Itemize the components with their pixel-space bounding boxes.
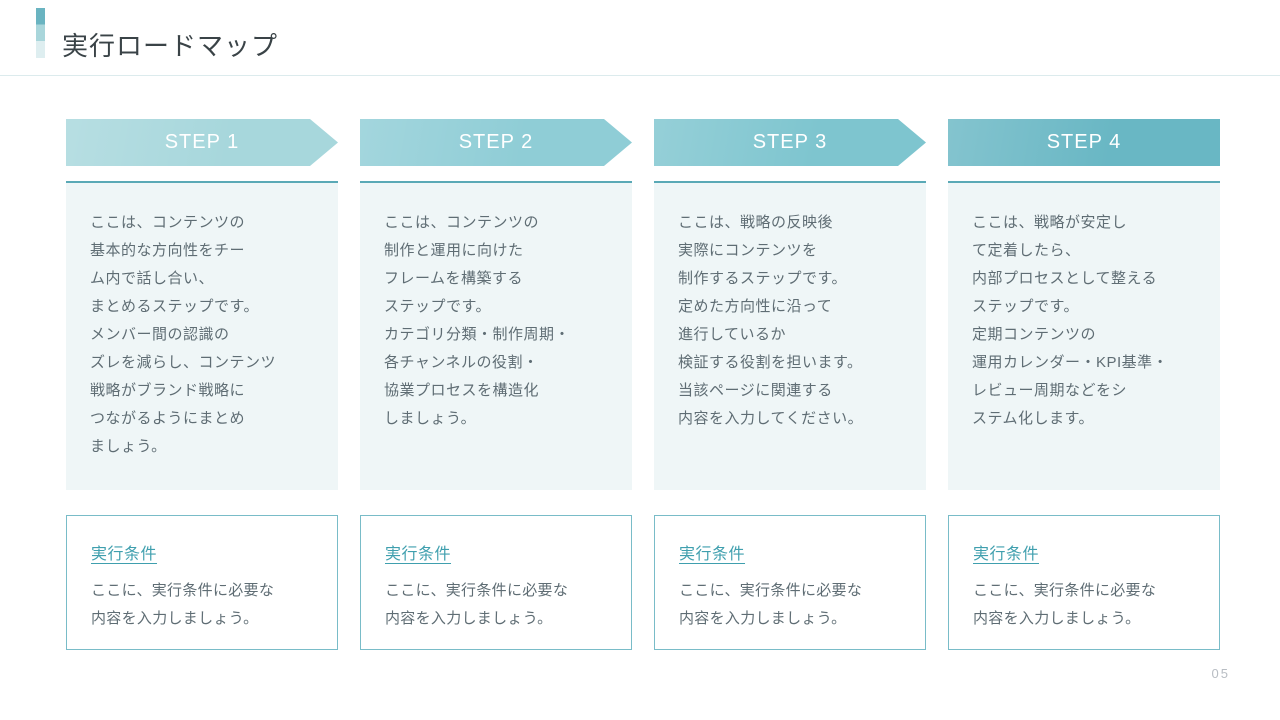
step-2-condition-link[interactable]: 実行条件 — [385, 546, 452, 563]
step-1-condition-box: 実行条件 ここに、実行条件に必要な 内容を入力しましょう。 — [66, 515, 338, 650]
step-1-arrow: STEP 1 — [66, 119, 338, 166]
step-3-label: STEP 3 — [752, 131, 828, 153]
page-number: 05 — [1211, 666, 1230, 681]
step-3-condition-body: ここに、実行条件に必要な 内容を入力しましょう。 — [679, 582, 863, 627]
page-title: 実行ロードマップ — [62, 31, 279, 61]
step-1-condition-link[interactable]: 実行条件 — [91, 546, 158, 563]
step-1-description: ここは、コンテンツの 基本的な方向性をチー ム内で話し合い、 まとめるステップで… — [66, 181, 338, 490]
step-4-condition-box: 実行条件 ここに、実行条件に必要な 内容を入力しましょう。 — [948, 515, 1220, 650]
step-4-description: ここは、戦略が安定し て定着したら、 内部プロセスとして整える ステップです。 … — [948, 181, 1220, 490]
step-2-condition-box: 実行条件 ここに、実行条件に必要な 内容を入力しましょう。 — [360, 515, 632, 650]
step-2-label: STEP 2 — [458, 131, 534, 153]
step-3-condition-link[interactable]: 実行条件 — [679, 546, 746, 563]
step-column-1: STEP 1 ここは、コンテンツの 基本的な方向性をチー ム内で話し合い、 まと… — [66, 119, 338, 650]
step-1-condition-body: ここに、実行条件に必要な 内容を入力しましょう。 — [91, 582, 275, 627]
step-column-3: STEP 3 ここは、戦略の反映後 実際にコンテンツを 制作するステップです。 … — [654, 119, 926, 650]
step-3-condition-box: 実行条件 ここに、実行条件に必要な 内容を入力しましょう。 — [654, 515, 926, 650]
step-3-arrow: STEP 3 — [654, 119, 926, 166]
step-3-description: ここは、戦略の反映後 実際にコンテンツを 制作するステップです。 定めた方向性に… — [654, 181, 926, 490]
step-4-header: STEP 4 — [948, 119, 1220, 166]
step-1-label: STEP 1 — [164, 131, 240, 153]
title-accent-bar — [36, 8, 45, 58]
step-column-4: STEP 4 ここは、戦略が安定し て定着したら、 内部プロセスとして整える ス… — [948, 119, 1220, 650]
step-column-2: STEP 2 ここは、コンテンツの 制作と運用に向けた フレームを構築する ステ… — [360, 119, 632, 650]
step-2-condition-body: ここに、実行条件に必要な 内容を入力しましょう。 — [385, 582, 569, 627]
step-4-condition-link[interactable]: 実行条件 — [973, 546, 1040, 563]
step-4-condition-body: ここに、実行条件に必要な 内容を入力しましょう。 — [973, 582, 1157, 627]
roadmap-columns: STEP 1 ここは、コンテンツの 基本的な方向性をチー ム内で話し合い、 まと… — [66, 119, 1220, 650]
step-2-arrow: STEP 2 — [360, 119, 632, 166]
step-2-description: ここは、コンテンツの 制作と運用に向けた フレームを構築する ステップです。 カ… — [360, 181, 632, 490]
step-4-label: STEP 4 — [1046, 131, 1122, 153]
slide-header: 実行ロードマップ — [0, 0, 1280, 76]
